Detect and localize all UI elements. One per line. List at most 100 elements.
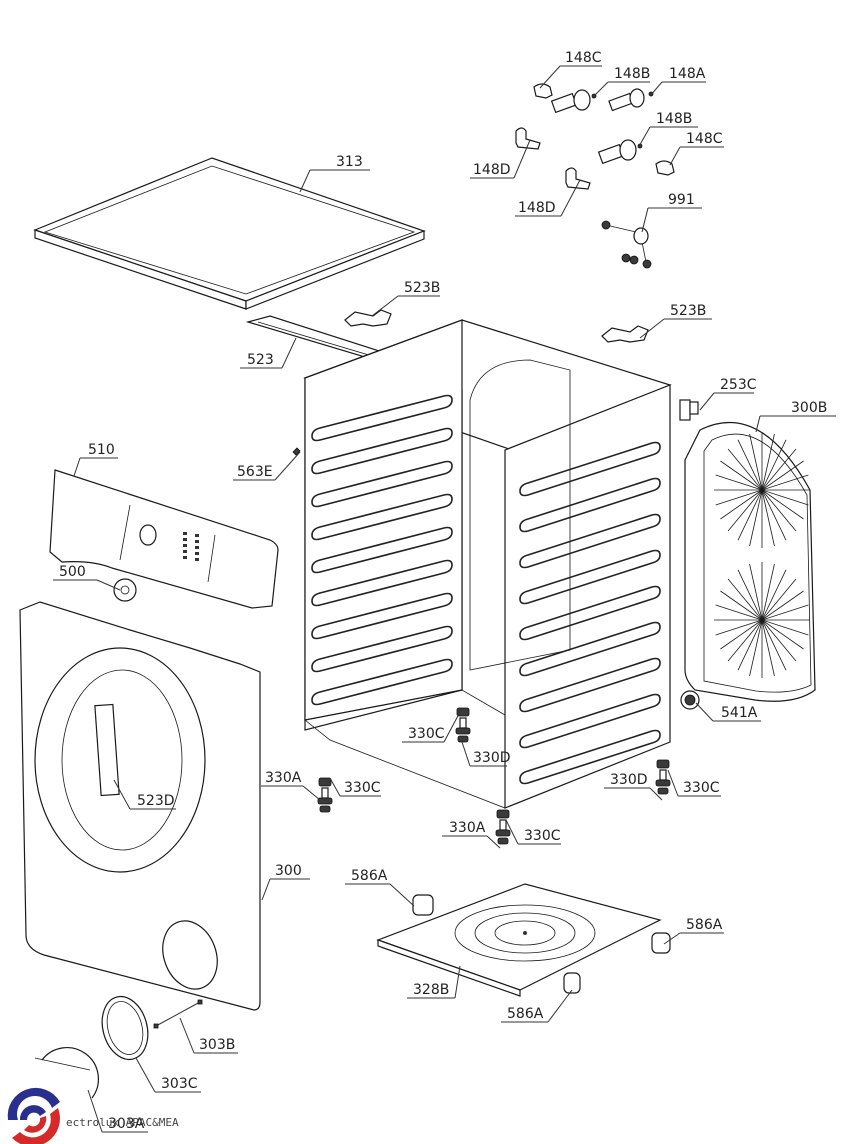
vent-slot: [519, 657, 661, 713]
door-spoke: [727, 578, 763, 621]
door-spoke: [761, 433, 775, 491]
led-indicator: [183, 544, 187, 547]
door-spoke: [761, 439, 787, 491]
vent-slot: [311, 394, 453, 442]
callout-label: 523D: [137, 793, 175, 809]
callout-303b: 303B: [179, 1017, 238, 1054]
callout-label: 586A: [507, 1006, 544, 1022]
part-253c: [679, 399, 699, 421]
part-300-front-panel: [19, 601, 261, 1011]
door-spoke: [720, 590, 763, 621]
led-indicator: [195, 534, 199, 537]
door-spoke: [761, 563, 775, 621]
callout-leader: [454, 965, 461, 999]
callout-510: 510: [73, 442, 118, 477]
part-991: [601, 220, 652, 269]
led-indicator: [195, 552, 199, 555]
callout-leader: [371, 295, 399, 317]
part-510-control-panel: [49, 469, 279, 609]
callout-leader: [547, 989, 573, 1023]
callout-523d: 523D: [113, 779, 176, 810]
callout-label: 523: [247, 352, 274, 368]
callout-leader: [591, 81, 609, 99]
brand-logo-icon: [7, 1087, 60, 1144]
part-top-panel: [33, 157, 426, 310]
adjustable-foot: [455, 707, 471, 743]
callout-label: 303C: [161, 1076, 198, 1092]
callout-leader: [87, 1089, 103, 1133]
callout-leader: [505, 819, 519, 845]
callout-label: 148B: [656, 111, 692, 127]
vent-slot: [311, 658, 453, 706]
door-spoke: [761, 619, 797, 662]
callout-leader: [299, 169, 311, 193]
door-spoke: [761, 578, 797, 621]
door-spoke: [761, 569, 787, 621]
cabinet-left-vent-slots: [311, 394, 453, 706]
callout-label: 313: [336, 154, 363, 170]
door-spoke: [715, 604, 763, 621]
callout-leader: [669, 146, 681, 166]
callout-523b: 523B: [371, 280, 440, 317]
cabinet-right-vent-slots: [519, 441, 661, 785]
door-spoke: [749, 563, 763, 621]
callout-148d: 148D: [470, 139, 531, 179]
callout-label: 253C: [720, 377, 757, 393]
callout-leader: [663, 932, 681, 945]
callout-label: 148C: [686, 131, 723, 147]
part-303b-hinge: [153, 999, 203, 1029]
callout-label: 330A: [449, 820, 486, 836]
watermark: ectrolux APAC&MEA: [7, 1087, 179, 1144]
door-spoke: [761, 460, 804, 491]
callout-label: 303B: [199, 1037, 235, 1053]
callout-leader: [329, 777, 341, 797]
callout-leader: [113, 779, 131, 810]
door-spoke: [720, 489, 763, 520]
part-328b-base: [376, 883, 662, 997]
part-303c-ring: [101, 995, 149, 1061]
callout-leader: [637, 126, 651, 149]
callout-label: 563E: [237, 464, 273, 480]
vent-slot: [519, 441, 661, 497]
callout-leader: [96, 579, 121, 591]
door-spoke: [761, 590, 804, 621]
door-spoke: [761, 489, 787, 541]
callout-563e: 563E: [233, 451, 301, 481]
door-spoke: [727, 619, 763, 662]
door-spoke: [737, 619, 763, 671]
callout-label: 330C: [524, 828, 561, 844]
watermark-text: ectrolux APAC&MEA: [66, 1116, 179, 1129]
callout-label: 148A: [669, 66, 706, 82]
door-spoke: [737, 439, 763, 491]
callout-leader: [755, 415, 761, 433]
callout-label: 148C: [565, 50, 602, 66]
callout-253c: 253C: [699, 377, 757, 411]
door-spoke: [720, 460, 763, 491]
door-spoke: [761, 619, 775, 677]
vent-slot: [311, 493, 453, 541]
callout-303a: 303A: [87, 1089, 148, 1133]
callout-leader: [73, 457, 81, 477]
part-cabinet: [303, 319, 672, 809]
callout-leader: [261, 878, 271, 901]
callout-leader: [667, 769, 679, 797]
callout-leader: [695, 702, 714, 722]
callout-148d: 148D: [515, 179, 581, 217]
callout-523: 523: [240, 337, 297, 369]
callout-586a: 586A: [345, 868, 415, 907]
callout-148c: 148C: [669, 131, 724, 166]
part-330-feet: [317, 707, 671, 845]
callout-label: 303A: [108, 1116, 145, 1132]
callout-leader: [641, 207, 649, 233]
door-spoke: [727, 448, 763, 491]
door-spoke: [761, 619, 809, 636]
vent-slot: [519, 549, 661, 605]
vent-slot: [311, 460, 453, 508]
part-148-hinge-group: [515, 83, 675, 190]
callout-330c: 330C: [402, 711, 461, 743]
door-spoke: [761, 604, 809, 621]
vent-slot: [311, 427, 453, 475]
part-541a: [680, 690, 700, 710]
door-spoke: [715, 489, 763, 506]
part-586a-foot-bracket: [412, 894, 671, 994]
